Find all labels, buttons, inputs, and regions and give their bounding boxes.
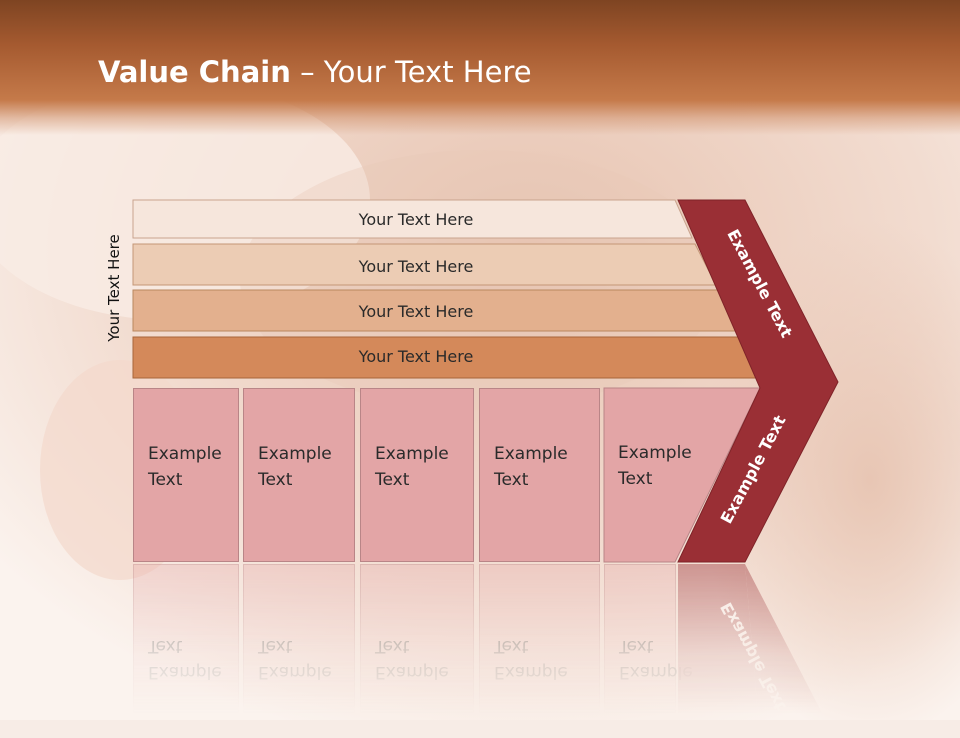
chevron-arrow	[677, 199, 839, 563]
bar-2-label: Your Text Here	[358, 257, 474, 276]
bar-1	[132, 199, 693, 239]
bar-3-label: Your Text Here	[358, 302, 474, 321]
page-title: Value Chain – Your Text Here	[98, 55, 532, 89]
bar-4-label: Your Text Here	[358, 347, 474, 366]
reflection-chevron: Example Text	[678, 564, 838, 738]
bar-1-label: Your Text Here	[358, 210, 474, 229]
value-chain-diagram: Your Text Here Your Text Here Your Text …	[132, 199, 839, 563]
header-band	[0, 0, 960, 135]
box-5-shape	[603, 387, 761, 563]
